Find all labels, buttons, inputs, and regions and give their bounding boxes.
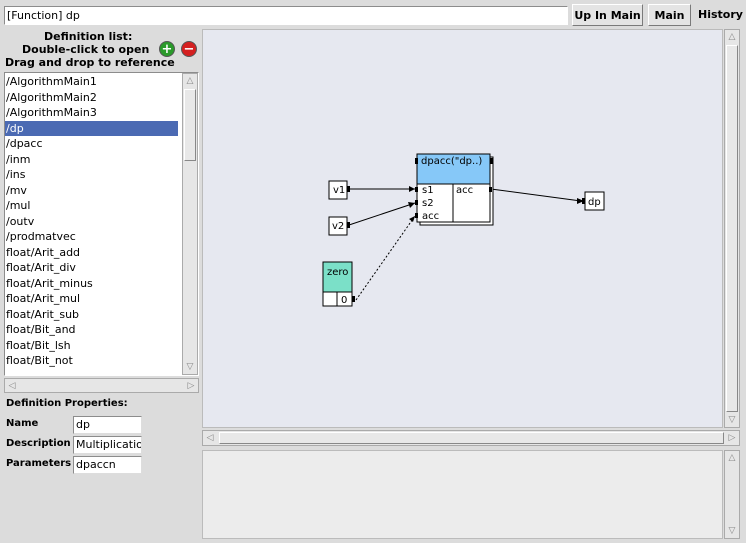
diagram-canvas[interactable]: dpacc("dp..) s1 s2 acc acc v1 v2 zero 0 …	[202, 29, 723, 428]
definition-list-item[interactable]: /dpacc	[6, 137, 43, 150]
definition-list-item[interactable]: float/Arit_mul	[6, 292, 81, 305]
name-field[interactable]: dp	[73, 416, 142, 434]
definition-list-items: /AlgorithmMain1/AlgorithmMain2/Algorithm…	[5, 74, 181, 374]
zero-node-value: 0	[341, 295, 347, 306]
definition-list-header-1: Definition list:	[44, 30, 133, 43]
function-path-text: [Function] dp	[7, 9, 80, 22]
scroll-right-icon[interactable]: ▷	[187, 381, 195, 391]
definition-list-item[interactable]: /inm	[6, 152, 31, 166]
definition-list-item[interactable]: /outv	[6, 214, 35, 228]
canvas-scroll-left-icon[interactable]: ◁	[206, 433, 214, 443]
definition-list-item[interactable]: /prodmatvec	[6, 230, 76, 243]
definition-list-item[interactable]: /mv	[6, 183, 27, 197]
definition-list-item[interactable]: float/Arit_minus	[6, 276, 93, 290]
definition-list-item[interactable]: float/Bit_lsh	[6, 338, 71, 352]
bottom-scroll-down-icon[interactable]: ▽	[728, 526, 736, 536]
main-node-input-acc: acc	[422, 211, 439, 222]
input-v2-label: v2	[332, 221, 344, 232]
output-dp-label: dp	[588, 197, 601, 208]
canvas-scroll-right-icon[interactable]: ▷	[728, 433, 736, 443]
scroll-up-icon[interactable]: △	[186, 76, 194, 86]
definition-list-item[interactable]: /ins	[6, 168, 26, 181]
definition-properties-title: Definition Properties:	[6, 398, 128, 409]
definition-list-item[interactable]: float/Arit_sub	[6, 307, 80, 321]
zero-node-header	[322, 261, 353, 293]
parameters-field[interactable]: dpaccn	[73, 456, 142, 474]
description-label: Description	[6, 438, 71, 449]
main-node-output-acc: acc	[456, 185, 473, 196]
canvas-scroll-up-icon[interactable]: △	[728, 32, 736, 42]
definition-list-item[interactable]: float/Bit_not	[6, 354, 73, 367]
definition-list-item[interactable]: /AlgorithmMain3	[6, 106, 97, 119]
parameters-label: Parameters	[6, 458, 72, 469]
main-node-title: dpacc("dp..)	[421, 156, 482, 167]
main-button[interactable]: Main	[648, 4, 691, 26]
function-path-field[interactable]: [Function] dp	[4, 6, 568, 25]
zero-node-title: zero	[327, 267, 348, 278]
scroll-left-icon[interactable]: ◁	[8, 381, 16, 391]
definition-list[interactable]: /AlgorithmMain1/AlgorithmMain2/Algorithm…	[4, 72, 199, 376]
definition-list-item[interactable]: /AlgorithmMain2	[6, 90, 97, 104]
definition-list-item[interactable]: float/Bit_and	[6, 323, 76, 336]
definition-list-item[interactable]: float/Arit_div	[6, 261, 76, 274]
canvas-hscroll-thumb[interactable]	[219, 432, 724, 444]
definition-list-vscrollbar[interactable]: △ ▽	[182, 73, 198, 375]
definition-list-item[interactable]: /AlgorithmMain1	[6, 75, 97, 88]
main-node-header	[416, 153, 491, 185]
definition-list-header-3: Drag and drop to reference	[5, 56, 175, 69]
canvas-vscrollbar[interactable]: △ ▽	[724, 29, 740, 428]
canvas-scroll-down-icon[interactable]: ▽	[728, 415, 736, 425]
definition-list-item[interactable]: float/Arit_add	[6, 245, 81, 259]
bottom-panel-vscrollbar[interactable]: △ ▽	[724, 450, 740, 539]
description-field[interactable]: Multiplication	[73, 436, 142, 454]
scroll-down-icon[interactable]: ▽	[186, 362, 194, 372]
history-label[interactable]: History	[698, 8, 743, 21]
remove-definition-icon[interactable]: −	[181, 41, 197, 57]
definition-list-hscrollbar[interactable]: ◁ ▷	[4, 378, 199, 393]
name-label: Name	[6, 418, 39, 429]
bottom-scroll-up-icon[interactable]: △	[728, 453, 736, 463]
definition-list-item[interactable]: /dp	[5, 120, 178, 136]
input-v1-label: v1	[333, 185, 345, 196]
definition-list-scroll-thumb[interactable]	[184, 89, 196, 161]
main-node-input-s1: s1	[422, 185, 434, 196]
canvas-hscrollbar[interactable]: ◁ ▷	[202, 430, 740, 446]
add-definition-icon[interactable]: +	[159, 41, 175, 57]
definition-list-item[interactable]: /mul	[6, 199, 31, 212]
definition-list-header-2: Double-click to open	[22, 43, 150, 56]
bottom-panel[interactable]	[202, 450, 723, 539]
diagram-svg: dpacc("dp..) s1 s2 acc acc v1 v2 zero 0 …	[322, 153, 605, 307]
main-node-input-s2: s2	[422, 198, 434, 209]
canvas-vscroll-thumb[interactable]	[726, 45, 738, 412]
up-in-main-button[interactable]: Up In Main	[572, 4, 643, 26]
